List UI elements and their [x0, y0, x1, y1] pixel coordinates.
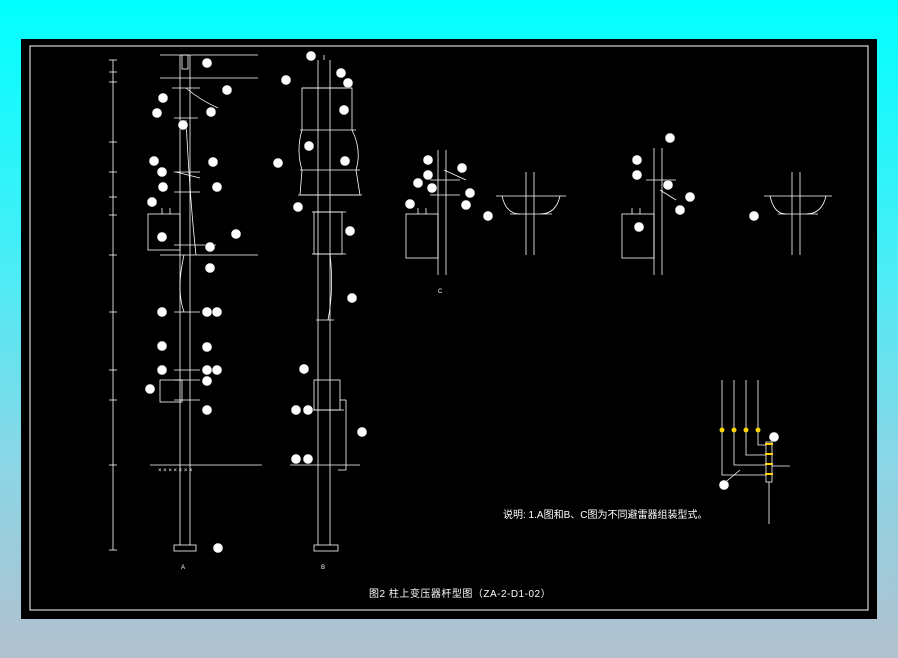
dimension-ticks [109, 59, 117, 551]
drawing-title: 图2 柱上变压器杆型图（ZA-2-D1-02） [369, 587, 551, 600]
detail-view-c [621, 148, 677, 275]
view-label-a: A [181, 565, 185, 571]
pole-elevation-a: × × × × × × × [109, 54, 262, 552]
view-label-c: C [438, 289, 443, 295]
grounding-markers [719, 427, 773, 475]
view-label-b: B [321, 565, 325, 571]
detail-view-a [405, 150, 467, 275]
detail-view-d [764, 172, 832, 255]
drawing-frame [29, 45, 869, 611]
drawing-canvas [21, 39, 877, 619]
item-balloons [144, 50, 780, 554]
drawing-note: 说明: 1.A图和B、C图为不同避雷器组装型式。 [503, 508, 707, 521]
svg-text:× × × × × × ×: × × × × × × × [158, 468, 193, 474]
grounding-detail [721, 380, 790, 524]
detail-view-b [496, 172, 566, 255]
pole-elevation-b [290, 55, 362, 552]
